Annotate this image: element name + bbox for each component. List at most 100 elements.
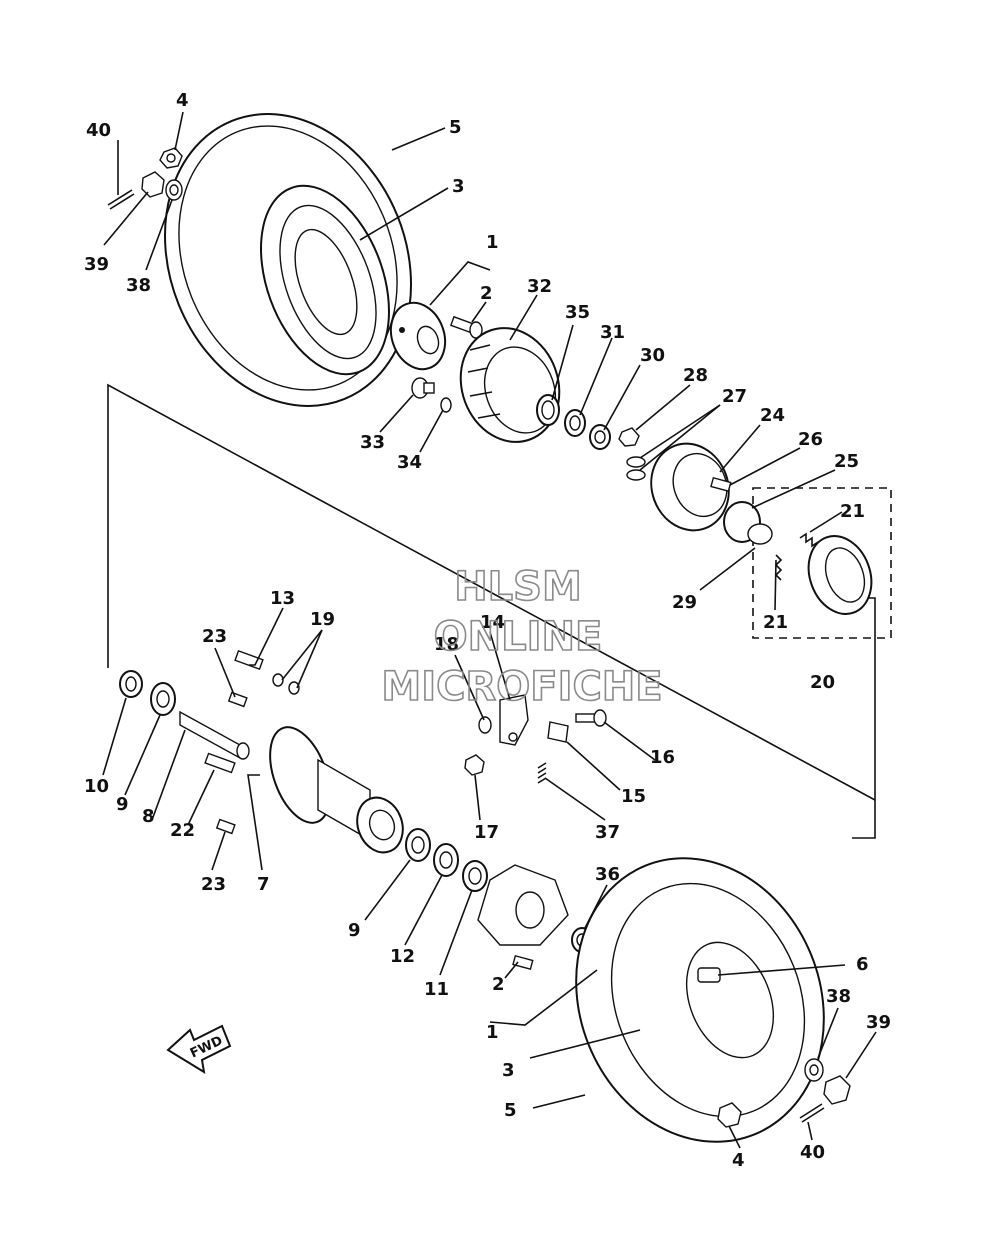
wheel-hub-top: [389, 301, 447, 371]
callout-numbers: 40 4 5 3 39 38 1 2 32 35 31 30 28 27 24 …: [84, 90, 891, 1171]
callout-35: 35: [565, 302, 590, 323]
callout-4-top: 4: [176, 90, 189, 111]
axle-shaft-8: [179, 710, 250, 760]
callout-23-lower: 23: [201, 874, 226, 895]
callout-24: 24: [760, 405, 785, 426]
callout-2-top: 2: [480, 283, 493, 304]
bearing-12: [433, 843, 459, 877]
valve-stem-6: [697, 967, 721, 983]
circlip-18: [478, 716, 492, 734]
callout-3-top: 3: [452, 176, 465, 197]
plate-15: [547, 721, 569, 743]
nut-17: [464, 754, 485, 776]
callout-39-top: 39: [84, 254, 109, 275]
watermark-line-2: ONLINE: [434, 614, 603, 660]
axle-nut-top: [159, 147, 183, 169]
callout-14: 14: [480, 612, 505, 633]
callout-38-top: 38: [126, 275, 151, 296]
bearing-31: [564, 409, 586, 437]
callout-28: 28: [683, 365, 708, 386]
spring-21-lower: [774, 554, 783, 581]
spring-21-upper: [799, 532, 819, 548]
callout-32: 32: [527, 276, 552, 297]
callout-21-upper: 21: [840, 501, 865, 522]
callout-21-lower: 21: [763, 612, 788, 633]
bolt-23-upper: [227, 691, 248, 708]
callout-19: 19: [310, 609, 335, 630]
brake-drum: [650, 442, 730, 532]
callout-38-bottom: 38: [826, 986, 851, 1007]
axle-nut-4-bottom: [717, 1102, 742, 1128]
nut-28: [618, 427, 640, 447]
rear-wheel-tire-top: [164, 113, 412, 407]
bolt-23-lower: [215, 818, 236, 835]
hub-bolt-bottom: [512, 954, 534, 971]
callout-2-bottom: 2: [492, 974, 505, 995]
watermark-line-3: MICROFICHE: [381, 664, 662, 710]
callout-37: 37: [595, 822, 620, 843]
axle-housing: [269, 726, 404, 854]
callout-26: 26: [798, 429, 823, 450]
forward-arrow-icon: FWD: [166, 1024, 232, 1074]
cotter-pin-top: [107, 189, 135, 210]
circlip-34: [440, 397, 452, 413]
callout-30: 30: [640, 345, 665, 366]
hub-bolt-top: [449, 315, 483, 339]
callout-9-right: 9: [348, 920, 361, 941]
cotter-pin-40-bottom: [799, 1103, 825, 1123]
callout-9-left: 9: [116, 794, 129, 815]
bolt-16: [575, 709, 607, 727]
washer-38-bottom: [804, 1058, 824, 1082]
callout-6: 6: [856, 954, 869, 975]
callout-13: 13: [270, 588, 295, 609]
callout-1-top: 1: [486, 232, 499, 253]
callout-16: 16: [650, 747, 675, 768]
clip-19: [272, 673, 300, 695]
callout-36: 36: [595, 864, 620, 885]
callout-27: 27: [722, 386, 747, 407]
callout-12: 12: [390, 946, 415, 967]
rear-wheel-tire-bottom: [575, 857, 825, 1143]
callout-34: 34: [397, 452, 422, 473]
washer-top: [165, 179, 183, 201]
stud-22: [204, 752, 236, 774]
oil-seal-11: [462, 860, 488, 892]
callout-15: 15: [621, 786, 646, 807]
callout-5-top: 5: [449, 117, 462, 138]
caliper-bracket: [477, 864, 569, 946]
oil-seal-35: [536, 394, 560, 426]
leader-lines: [102, 111, 877, 1149]
callout-31: 31: [600, 322, 625, 343]
bearing-9-left: [150, 682, 176, 716]
watermark-line-1: HLSM: [454, 564, 582, 610]
callout-17: 17: [474, 822, 499, 843]
callout-22: 22: [170, 820, 195, 841]
callout-4-bottom: 4: [732, 1150, 745, 1171]
callout-10: 10: [84, 776, 109, 797]
callout-7: 7: [257, 874, 270, 895]
bolt-13: [234, 649, 264, 671]
stud-26: [710, 476, 732, 493]
callout-11: 11: [424, 979, 449, 1000]
castle-nut-top: [141, 171, 165, 198]
callout-25: 25: [834, 451, 859, 472]
callout-29: 29: [672, 592, 697, 613]
callout-18: 18: [434, 634, 459, 655]
bolt-33: [411, 377, 435, 399]
callout-3-bottom: 3: [502, 1060, 515, 1081]
callout-20: 20: [810, 672, 835, 693]
callout-39-bottom: 39: [866, 1012, 891, 1033]
callout-40-top: 40: [86, 120, 111, 141]
callout-40-bottom: 40: [800, 1142, 825, 1163]
castle-nut-39-bottom: [823, 1075, 851, 1105]
collar-30: [589, 424, 611, 450]
callout-33: 33: [360, 432, 385, 453]
brake-plate-25: [723, 501, 773, 545]
clip-27: [626, 456, 646, 481]
callout-1-bottom: 1: [486, 1022, 499, 1043]
spring-37: [537, 762, 547, 784]
callout-8: 8: [142, 806, 155, 827]
callout-23-upper: 23: [202, 626, 227, 647]
bearing-9-right: [405, 828, 431, 862]
